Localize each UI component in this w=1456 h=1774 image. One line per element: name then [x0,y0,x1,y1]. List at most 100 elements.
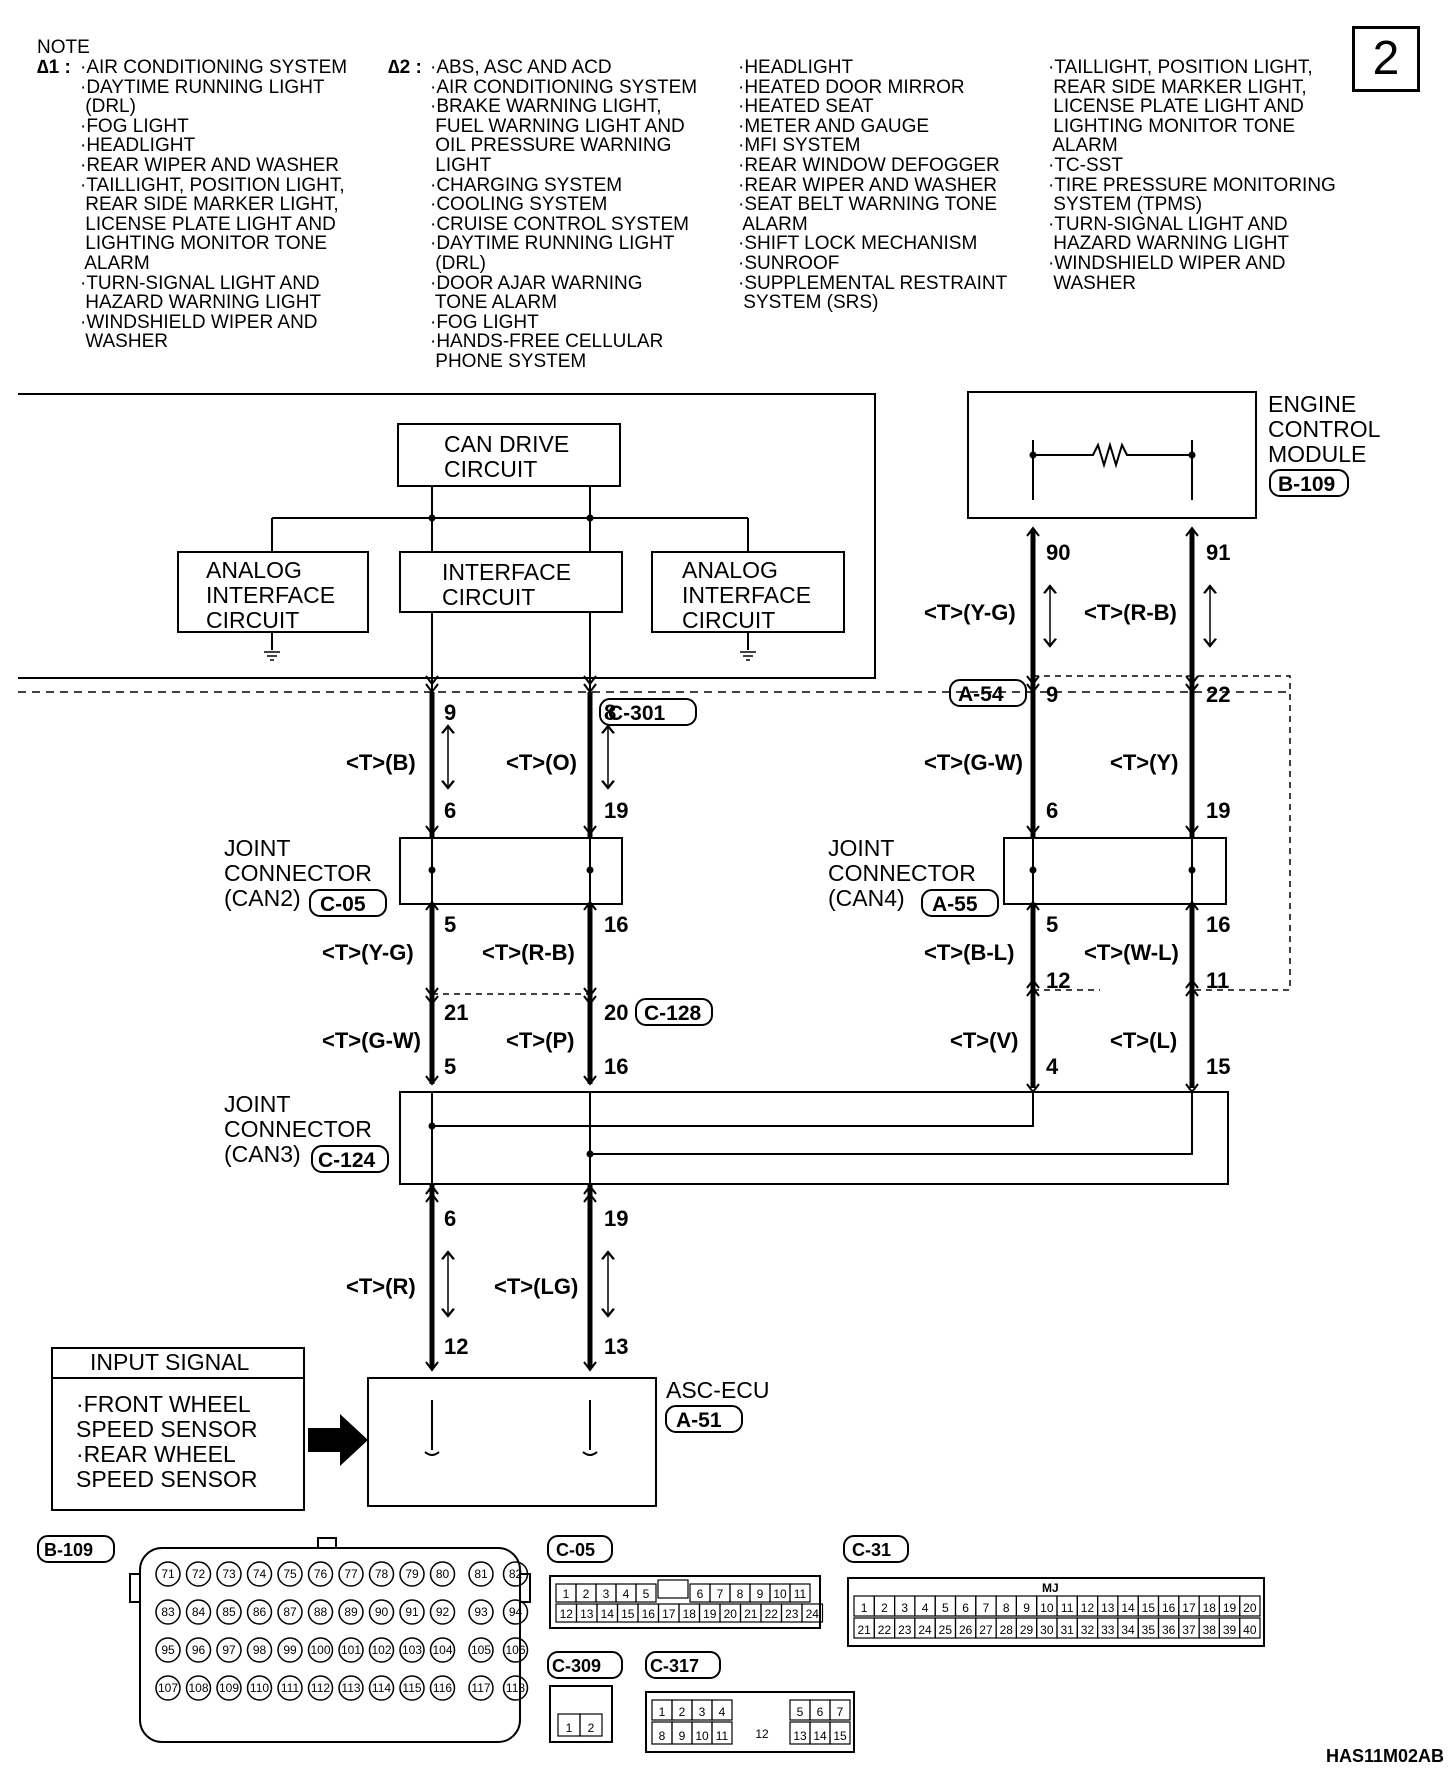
can2-label-2: CONNECTOR [224,860,372,886]
c317-pin-label: 14 [813,1729,827,1743]
b109-pin-circle [246,1561,273,1587]
c309-pin-cell [579,1713,603,1737]
c31-pin-label: 18 [1203,1601,1217,1615]
c05-pin-label: 8 [737,1587,744,1601]
b109-pin-label: 92 [436,1605,450,1619]
b109-pin-label: 90 [375,1605,389,1619]
c05-pin-label: 15 [621,1607,635,1621]
b109-pin-circle [246,1637,273,1663]
c31-pin-label: 13 [1101,1601,1115,1615]
b109-pin-label: 82 [509,1567,523,1581]
b109-pin-label: 84 [192,1605,206,1619]
can-drive-circuit-box [397,423,621,487]
c317-pin-label: 5 [797,1705,804,1719]
can2-code: C-05 [320,893,366,916]
b109-pin-circle [277,1637,303,1663]
c05-pin-label: 3 [603,1587,610,1601]
b109-pin-circle [429,1599,456,1625]
b109-pin-label: 106 [505,1643,525,1657]
b109-pin-circle [185,1675,212,1701]
c05-pin-label: 7 [717,1587,724,1601]
b109-pin-label: 73 [222,1567,236,1581]
analog-left-label-2: INTERFACE [206,582,335,608]
c31-pin-label: 5 [942,1601,949,1615]
joint-connector-can4-box [1003,837,1227,905]
wire-can4b-left: <T>(V) [950,1028,1018,1053]
ecm-box [967,391,1257,519]
asc-ecu-label: ASC-ECU [666,1377,770,1403]
a54-code: A-54 [958,683,1004,706]
c309-connector-body [549,1685,613,1743]
can3-code: C-124 [318,1149,376,1172]
b109-pin-label: 78 [375,1567,389,1581]
b109-pin-circle [429,1675,456,1701]
c05-pin-cell [801,1603,824,1623]
ecm-label-1: ENGINE [1268,391,1356,417]
b109-pin-label: 94 [509,1605,523,1619]
wire-c128-left: <T>(G-W) [322,1028,421,1053]
b109-pin-circle [399,1637,425,1663]
c31-pin-label: 14 [1121,1601,1135,1615]
c31-pin-label: 24 [918,1623,932,1637]
c317-pin-label: 10 [695,1729,709,1743]
b109-pin-circle [368,1637,395,1663]
c31-pin-cell [1239,1617,1261,1639]
can-drive-label-2: CIRCUIT [444,456,537,482]
c317-connector-body [645,1691,855,1753]
c317-pin-label: 13 [793,1729,807,1743]
b109-pin-label: 77 [344,1567,358,1581]
b109-pin-label: 86 [253,1605,267,1619]
pin-ecm-91: 91 [1206,540,1230,565]
b109-pin-circle [277,1599,303,1625]
c309-view-label: C-309 [552,1656,601,1676]
pin-can3-19: 19 [604,1206,628,1231]
c31-pin-label: 29 [1020,1623,1034,1637]
wire-a54-left: <T>(G-W) [924,750,1023,775]
c317-pin-label: 9 [679,1729,686,1743]
note-star1-marker: ∆1 : [37,57,71,78]
b109-pin-label: 104 [432,1643,452,1657]
can4-label-1: JOINT [828,835,894,861]
joint-connector-can2-box [399,837,623,905]
c05-pin-label: 16 [642,1607,656,1621]
b109-pin-label: 107 [158,1681,178,1695]
pin-can3-15: 15 [1206,1054,1230,1079]
c31-pin-label: 35 [1142,1623,1156,1637]
c31-pin-label: 4 [922,1601,929,1615]
b109-pin-circle [155,1637,181,1663]
c31-pin-label: 26 [959,1623,973,1637]
can3-label-3: (CAN3) [224,1141,301,1167]
pin-a54-22: 22 [1206,682,1230,707]
input-signal-item-1: ·FRONT WHEEL [76,1391,251,1417]
c31-pin-label: 12 [1081,1601,1095,1615]
c05-connector-body [549,1575,821,1629]
c05-pin-label: 4 [623,1587,630,1601]
pin-can4-16: 16 [1206,912,1230,937]
b109-pin-label: 83 [161,1605,175,1619]
c317-pin-label: 4 [719,1705,726,1719]
b109-pin-circle [338,1599,364,1625]
pin-can2-6: 6 [444,798,456,823]
wire-can2-left: <T>(Y-G) [322,940,414,965]
c31-pin-label: 40 [1243,1623,1257,1637]
c05-pin-label: 12 [560,1607,574,1621]
c31-pin-label: 15 [1142,1601,1156,1615]
c05-pin-label: 17 [662,1607,676,1621]
b109-pin-circle [185,1599,212,1625]
wire-can3-left: <T>(R) [346,1274,416,1299]
asc-internal-frame [18,393,876,679]
c317-pin-cell [711,1721,733,1745]
b109-pin-circle [399,1561,425,1587]
c31-pin-label: 21 [857,1623,871,1637]
b109-pin-circle [307,1561,334,1587]
b109-pin-label: 113 [341,1681,360,1695]
b109-pin-circle [368,1675,395,1701]
b109-pin-label: 72 [192,1567,206,1581]
b109-pin-circle [277,1561,303,1587]
pin-c128-21: 21 [444,1000,468,1025]
b109-pin-label: 79 [405,1567,419,1581]
termination-resistor [1033,441,1192,469]
input-signal-box [51,1347,305,1511]
b109-pin-label: 105 [471,1643,491,1657]
